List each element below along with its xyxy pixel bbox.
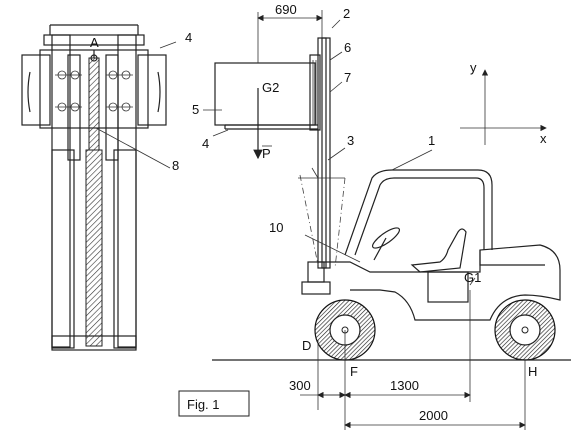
dimension-label-300: 300 bbox=[289, 378, 311, 393]
axis-label-x: x bbox=[540, 131, 547, 146]
label-F: F bbox=[350, 364, 358, 379]
label-4-left: 4 bbox=[185, 30, 192, 45]
label-5: 5 bbox=[192, 102, 199, 117]
axis-label-y: y bbox=[470, 60, 477, 75]
label-G1: G1 bbox=[464, 270, 481, 285]
mast-side-view bbox=[298, 19, 346, 269]
mast-front-view bbox=[21, 24, 177, 351]
label-A: A bbox=[90, 35, 99, 50]
label-8: 8 bbox=[172, 158, 179, 173]
label-D: D bbox=[302, 338, 311, 353]
coordinate-axes bbox=[460, 69, 547, 145]
label-2: 2 bbox=[343, 6, 350, 21]
caption-box bbox=[178, 390, 250, 417]
rear-wheel bbox=[494, 299, 556, 361]
forklift-body bbox=[301, 149, 561, 321]
label-H: H bbox=[528, 364, 537, 379]
label-7: 7 bbox=[344, 70, 351, 85]
bolt-group bbox=[55, 70, 133, 112]
caption-text: Fig. 1 bbox=[187, 397, 220, 412]
label-6: 6 bbox=[344, 40, 351, 55]
dimension-label-690: 690 bbox=[275, 2, 297, 17]
label-4-right: 4 bbox=[202, 136, 209, 151]
lift-cylinder bbox=[85, 149, 103, 347]
load-block bbox=[203, 12, 318, 160]
dimension-label-2000: 2000 bbox=[419, 408, 448, 423]
label-1: 1 bbox=[428, 133, 435, 148]
dimension-label-1300: 1300 bbox=[390, 378, 419, 393]
lift-chain bbox=[88, 57, 100, 151]
label-10: 10 bbox=[269, 220, 283, 235]
label-G2: G2 bbox=[262, 80, 279, 95]
label-P: P bbox=[262, 146, 271, 161]
label-3: 3 bbox=[347, 133, 354, 148]
dimension-690 bbox=[257, 10, 323, 38]
